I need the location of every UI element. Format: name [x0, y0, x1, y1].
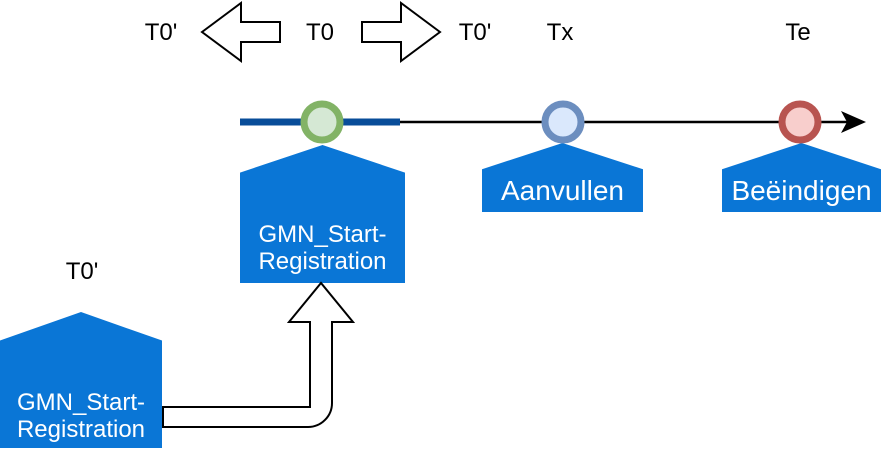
node-label: Aanvullen: [501, 175, 624, 206]
node-label: GMN_Start- Registration: [258, 221, 387, 275]
label-te: Te: [785, 19, 811, 46]
milestone-te-circle: [778, 100, 822, 144]
block-arrow-right-icon: [361, 1, 442, 63]
node-beeindigen: Beëindigen: [722, 143, 881, 212]
node-label: GMN_Start- Registration: [16, 389, 146, 443]
milestone-tx-circle: [541, 100, 585, 144]
milestone-t0-circle: [300, 100, 344, 144]
label-t0-prime-right: T0': [458, 19, 492, 46]
node-start-registration-early: GMN_Start- Registration: [0, 312, 162, 448]
node-start-registration-main: GMN_Start- Registration: [240, 145, 405, 283]
timeline-arrowhead-icon: [841, 111, 866, 133]
elbow-arrow-connector: [162, 281, 356, 428]
block-arrow-left-icon: [200, 1, 281, 63]
node-label: Beëindigen: [731, 175, 872, 206]
label-t0: T0: [305, 19, 335, 46]
label-tx: Tx: [546, 19, 574, 46]
label-t0-prime-left: T0': [144, 19, 178, 46]
label-t0-prime-bottom: T0': [65, 258, 99, 285]
